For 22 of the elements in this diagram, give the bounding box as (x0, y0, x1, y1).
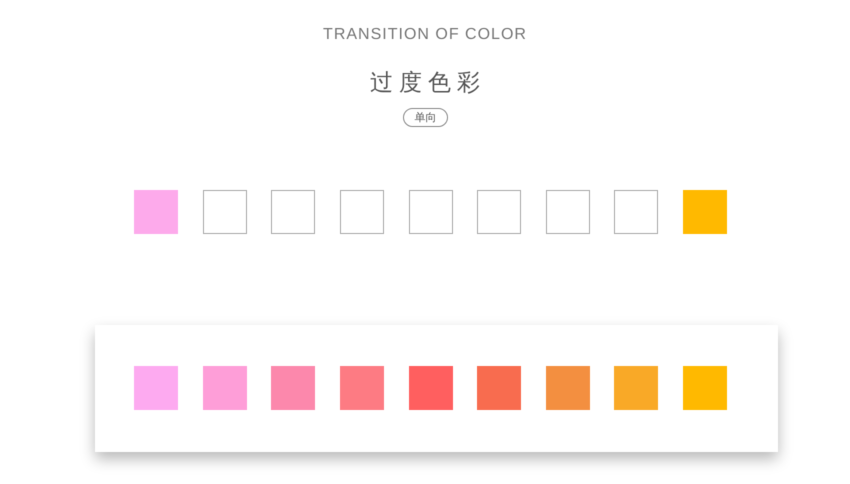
color-square (134, 366, 178, 410)
color-square (614, 366, 658, 410)
card-panel (95, 325, 778, 452)
empty-square (477, 190, 521, 234)
empty-square (614, 190, 658, 234)
color-square (203, 366, 247, 410)
color-square (134, 190, 178, 234)
color-square (546, 366, 590, 410)
title: 过度色彩 (369, 69, 486, 98)
color-square (271, 366, 315, 410)
color-square (683, 190, 727, 234)
color-square (409, 366, 453, 410)
color-square (340, 366, 384, 410)
empty-square (546, 190, 590, 234)
empty-square (203, 190, 247, 234)
color-square (683, 366, 727, 410)
subtitle: TRANSITION OF COLOR (323, 25, 527, 45)
empty-square (340, 190, 384, 234)
tag-pill: 单向 (403, 108, 448, 127)
empty-square (409, 190, 453, 234)
color-square (477, 366, 521, 410)
empty-square (271, 190, 315, 234)
